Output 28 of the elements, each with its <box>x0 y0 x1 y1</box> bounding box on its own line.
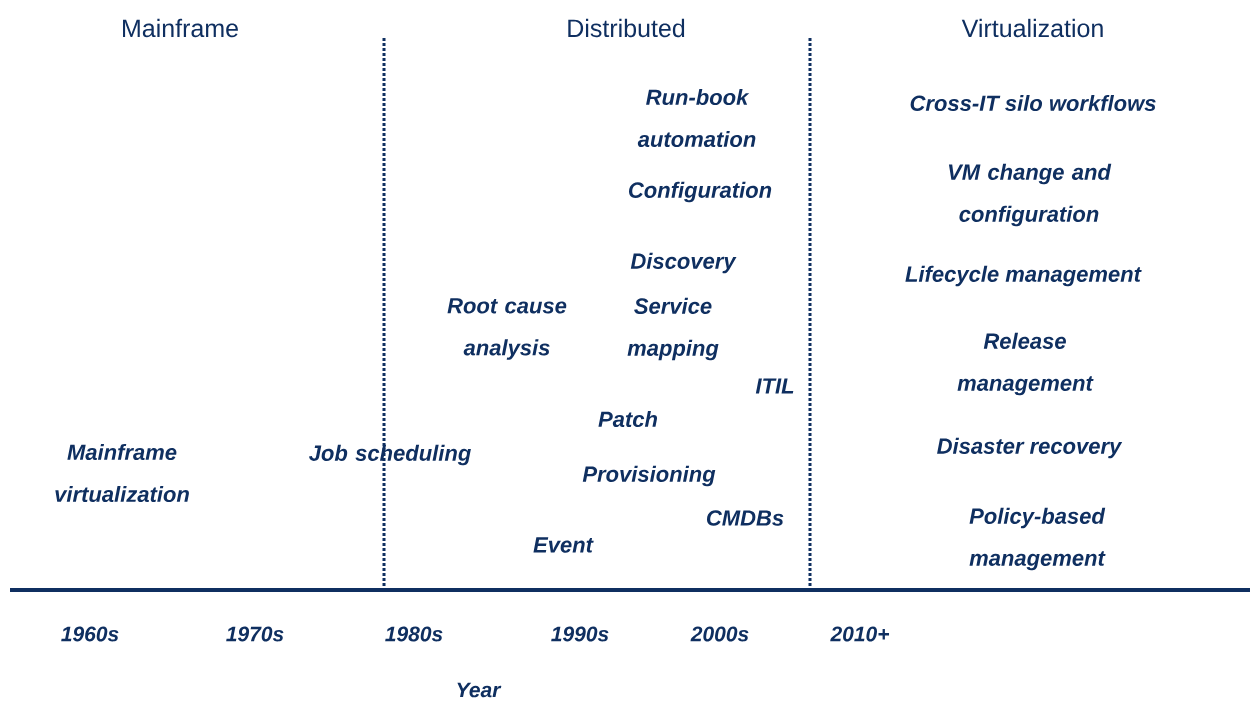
decade-label: 2010+ <box>830 626 890 642</box>
timeline-item: Release management <box>957 332 1094 396</box>
axis-title: Year <box>457 682 502 698</box>
timeline-item: Lifecycle management <box>905 265 1142 287</box>
timeline-item: Mainframe virtualization <box>55 443 189 503</box>
timeline-item: Policy-based management <box>969 507 1106 571</box>
era-heading: Mainframe <box>123 18 238 38</box>
timeline-item: Job scheduling <box>309 444 471 466</box>
timeline-item: Disaster recovery <box>937 437 1123 459</box>
timeline-item: VM change and configuration <box>948 163 1112 227</box>
timeline-item: Event <box>533 537 594 553</box>
timeline-item: ITIL <box>755 378 794 394</box>
timeline-item: Discovery <box>630 252 737 274</box>
timeline-item: Service mapping <box>627 297 719 361</box>
timeline-item: Run-book automation <box>637 88 756 148</box>
timeline-item: Root cause analysis <box>447 298 567 360</box>
timeline-item: CMDBs <box>707 510 784 526</box>
era-heading: Distributed <box>568 18 685 38</box>
timeline-item: Configuration <box>629 181 772 203</box>
timeline-item: Provisioning <box>582 465 716 487</box>
decade-label: 1960s <box>61 626 119 642</box>
era-heading: Virtualization <box>961 18 1103 38</box>
decade-label: 1970s <box>226 626 284 642</box>
timeline-item: Patch <box>598 410 658 428</box>
decade-label: 2000s <box>690 626 749 642</box>
decade-label: 1990s <box>551 626 609 642</box>
decade-label: 1980s <box>385 626 443 642</box>
timeline-item: Cross-IT silo workflows <box>910 94 1156 112</box>
